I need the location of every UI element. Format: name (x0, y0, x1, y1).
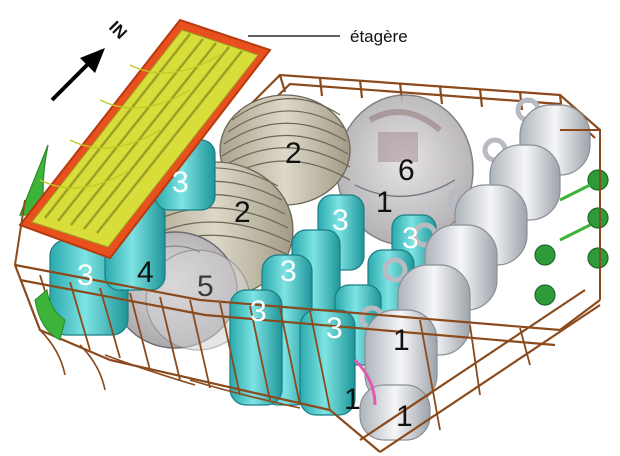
left-green-tab (34, 289, 66, 341)
wheels-right (534, 169, 609, 306)
marker-6-bowl: 6 (398, 154, 415, 187)
rack-front-wires (13, 129, 601, 453)
direction-label: IN (105, 17, 130, 42)
cups-right (353, 97, 591, 441)
marker-5-bowl: 5 (197, 270, 214, 303)
shelf-label: étagère (350, 27, 408, 46)
marker-2-mid-plates: 2 (234, 196, 251, 229)
marker-3-front-center: 3 (326, 312, 343, 345)
marker-4-bowl: 4 (137, 256, 154, 289)
marker-2-top-plates: 2 (285, 137, 302, 170)
arrow-head-icon (80, 48, 105, 73)
marker-3-left-glass: 3 (77, 259, 94, 292)
marker-1-mid: 1 (376, 186, 393, 219)
marker-3-center-right: 3 (402, 222, 419, 255)
number-markers: 3 3 2 2 6 1 3 3 4 5 3 3 3 1 1 1 3 3 (77, 137, 419, 433)
marker-3-shelf-glass: 3 (172, 166, 189, 199)
bowl-6 (336, 94, 474, 246)
marker-1-cup: 1 (393, 324, 410, 357)
marker-3-front-left: 3 (250, 295, 267, 328)
marker-3-center-mid: 3 (280, 255, 297, 288)
direction-arrow (50, 48, 105, 102)
marker-3-center-back: 3 (332, 204, 349, 237)
marker-1-bottom-b: 1 (396, 400, 413, 433)
shelf-etagere (18, 18, 272, 260)
marker-1-bottom-a: 1 (344, 383, 361, 416)
